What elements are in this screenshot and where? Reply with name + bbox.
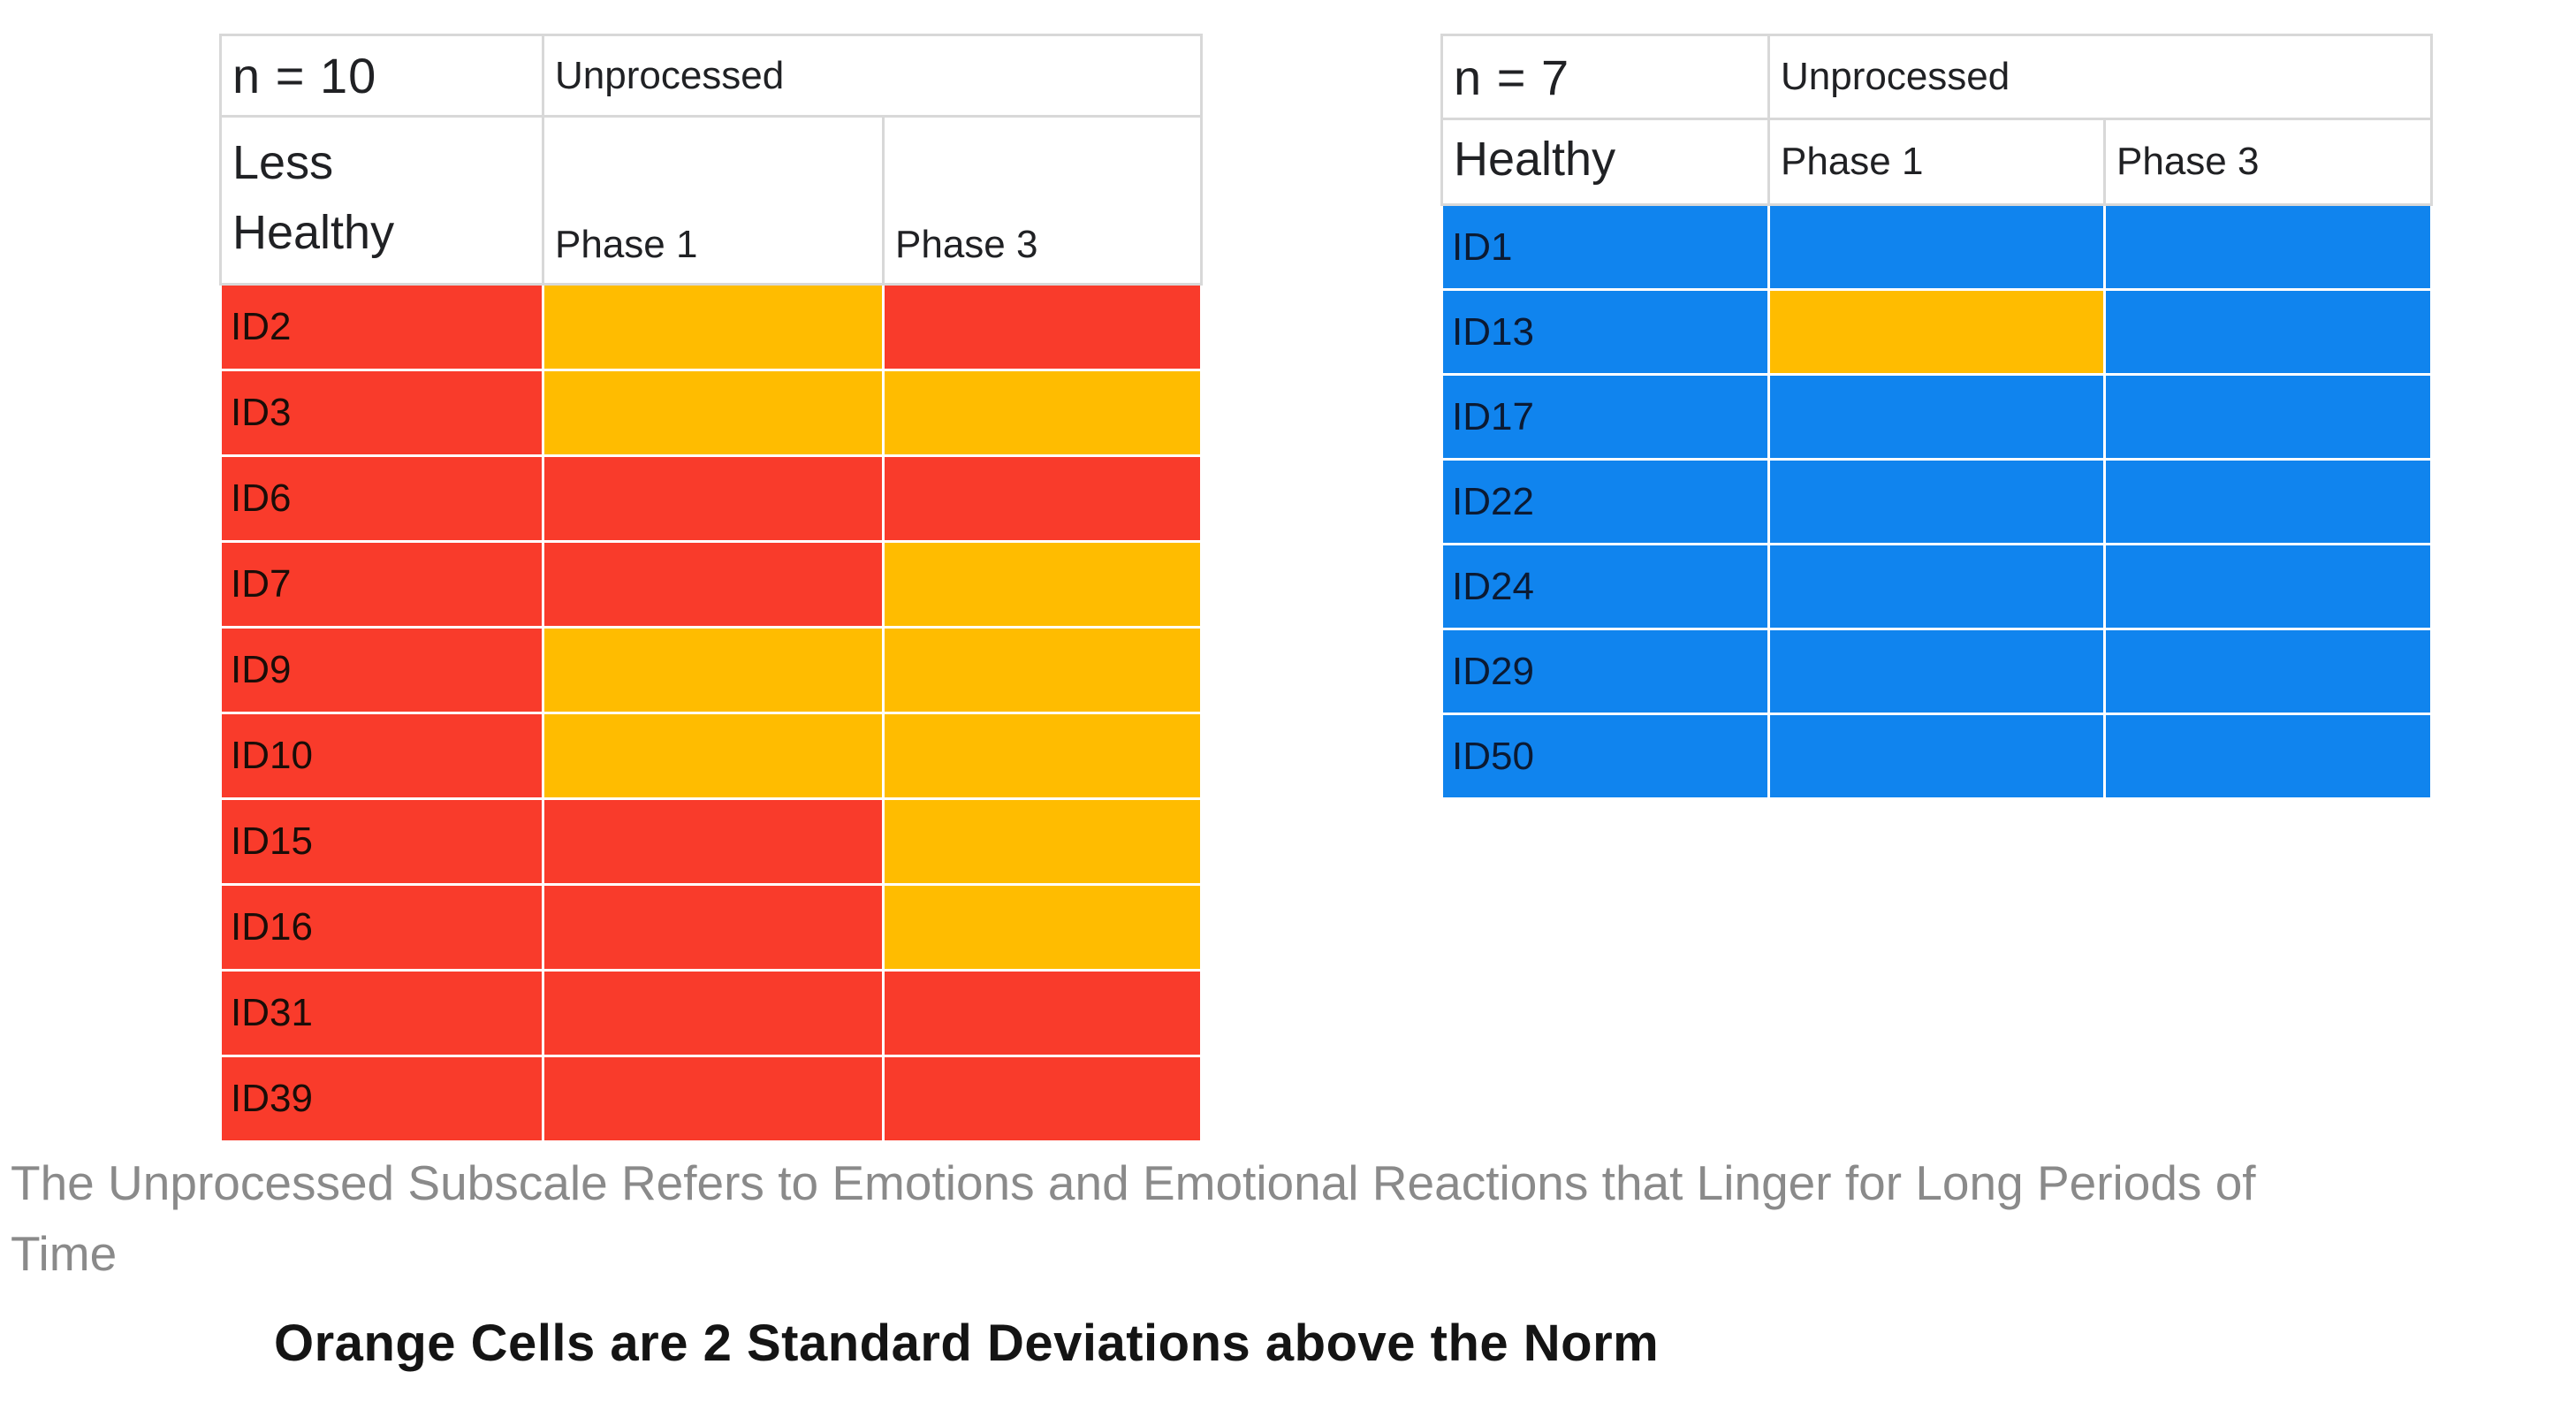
less-healthy-phase1-header: Phase 1 [542,115,885,286]
less-healthy-n-label: n = 10 [219,34,544,118]
phase3-cell [881,883,1204,972]
phase1-cell [542,969,885,1057]
row-id-cell: ID22 [1440,458,1770,545]
healthy-phase1-header: Phase 1 [1767,118,2106,206]
table-row: ID7 [219,540,1204,629]
less-healthy-header-row-2: Less Healthy Phase 1 Phase 3 [219,115,1204,286]
phase3-cell [881,626,1204,714]
row-id-cell: ID15 [219,797,544,886]
caption: The Unprocessed Subscale Refers to Emoti… [11,1147,2569,1289]
phase3-cell [881,1055,1204,1143]
phase1-cell [1767,713,2106,800]
table-row: ID31 [219,969,1204,1057]
caption-line2: Time [11,1226,118,1281]
row-id-cell: ID10 [219,712,544,800]
phase3-cell [2102,543,2434,630]
table-row: ID22 [1440,458,2434,545]
table-row: ID15 [219,797,1204,886]
table-row: ID17 [1440,373,2434,461]
row-id-cell: ID9 [219,626,544,714]
phase1-cell [542,540,885,629]
phase1-cell [542,626,885,714]
phase1-cell [1767,628,2106,715]
table-row: ID2 [219,283,1204,371]
row-id-cell: ID7 [219,540,544,629]
phase1-cell [542,369,885,457]
legend-note: Orange Cells are 2 Standard Deviations a… [274,1315,1660,1372]
less-healthy-header-row-1: n = 10 Unprocessed [219,34,1204,118]
phase3-cell [2102,713,2434,800]
table-row: ID6 [219,454,1204,543]
table-row: ID3 [219,369,1204,457]
phase3-cell [881,540,1204,629]
table-row: ID1 [1440,203,2434,291]
table-row: ID16 [219,883,1204,972]
table-row: ID39 [219,1055,1204,1143]
less-healthy-table: n = 10 Unprocessed Less Healthy Phase 1 … [219,34,1204,1143]
row-id-cell: ID1 [1440,203,1770,291]
healthy-header-row-2: Healthy Phase 1 Phase 3 [1440,118,2434,206]
less-healthy-group-label: Less Healthy [219,115,544,286]
phase3-cell [2102,288,2434,376]
row-id-cell: ID13 [1440,288,1770,376]
healthy-subscale-label: Unprocessed [1767,34,2434,120]
healthy-header-row-1: n = 7 Unprocessed [1440,34,2434,120]
row-id-cell: ID6 [219,454,544,543]
less-healthy-subscale-label: Unprocessed [541,34,1204,118]
row-id-cell: ID31 [219,969,544,1057]
table-row: ID24 [1440,543,2434,630]
phase3-cell [2102,628,2434,715]
phase3-cell [2102,373,2434,461]
phase1-cell [542,797,885,886]
less-healthy-phase3-header: Phase 3 [881,115,1204,286]
row-id-cell: ID3 [219,369,544,457]
phase1-cell [1767,288,2106,376]
row-id-cell: ID29 [1440,628,1770,715]
phase3-cell [881,283,1204,371]
healthy-n-label: n = 7 [1440,34,1770,120]
phase3-cell [2102,203,2434,291]
phase1-cell [542,283,885,371]
healthy-group-label: Healthy [1440,118,1770,206]
table-row: ID10 [219,712,1204,800]
phase1-cell [542,712,885,800]
table-row: ID50 [1440,713,2434,800]
row-id-cell: ID39 [219,1055,544,1143]
phase1-cell [542,883,885,972]
phase3-cell [881,369,1204,457]
phase1-cell [1767,458,2106,545]
phase1-cell [1767,373,2106,461]
caption-line1: The Unprocessed Subscale Refers to Emoti… [11,1155,2256,1210]
table-row: ID13 [1440,288,2434,376]
row-id-cell: ID17 [1440,373,1770,461]
healthy-phase3-header: Phase 3 [2102,118,2434,206]
phase1-cell [1767,203,2106,291]
phase3-cell [881,797,1204,886]
phase3-cell [881,712,1204,800]
phase3-cell [881,454,1204,543]
phase1-cell [1767,543,2106,630]
row-id-cell: ID50 [1440,713,1770,800]
phase1-cell [542,454,885,543]
phase3-cell [2102,458,2434,545]
phase3-cell [881,969,1204,1057]
healthy-table: n = 7 Unprocessed Healthy Phase 1 Phase … [1440,34,2434,800]
phase1-cell [542,1055,885,1143]
row-id-cell: ID16 [219,883,544,972]
table-row: ID29 [1440,628,2434,715]
row-id-cell: ID24 [1440,543,1770,630]
row-id-cell: ID2 [219,283,544,371]
table-row: ID9 [219,626,1204,714]
